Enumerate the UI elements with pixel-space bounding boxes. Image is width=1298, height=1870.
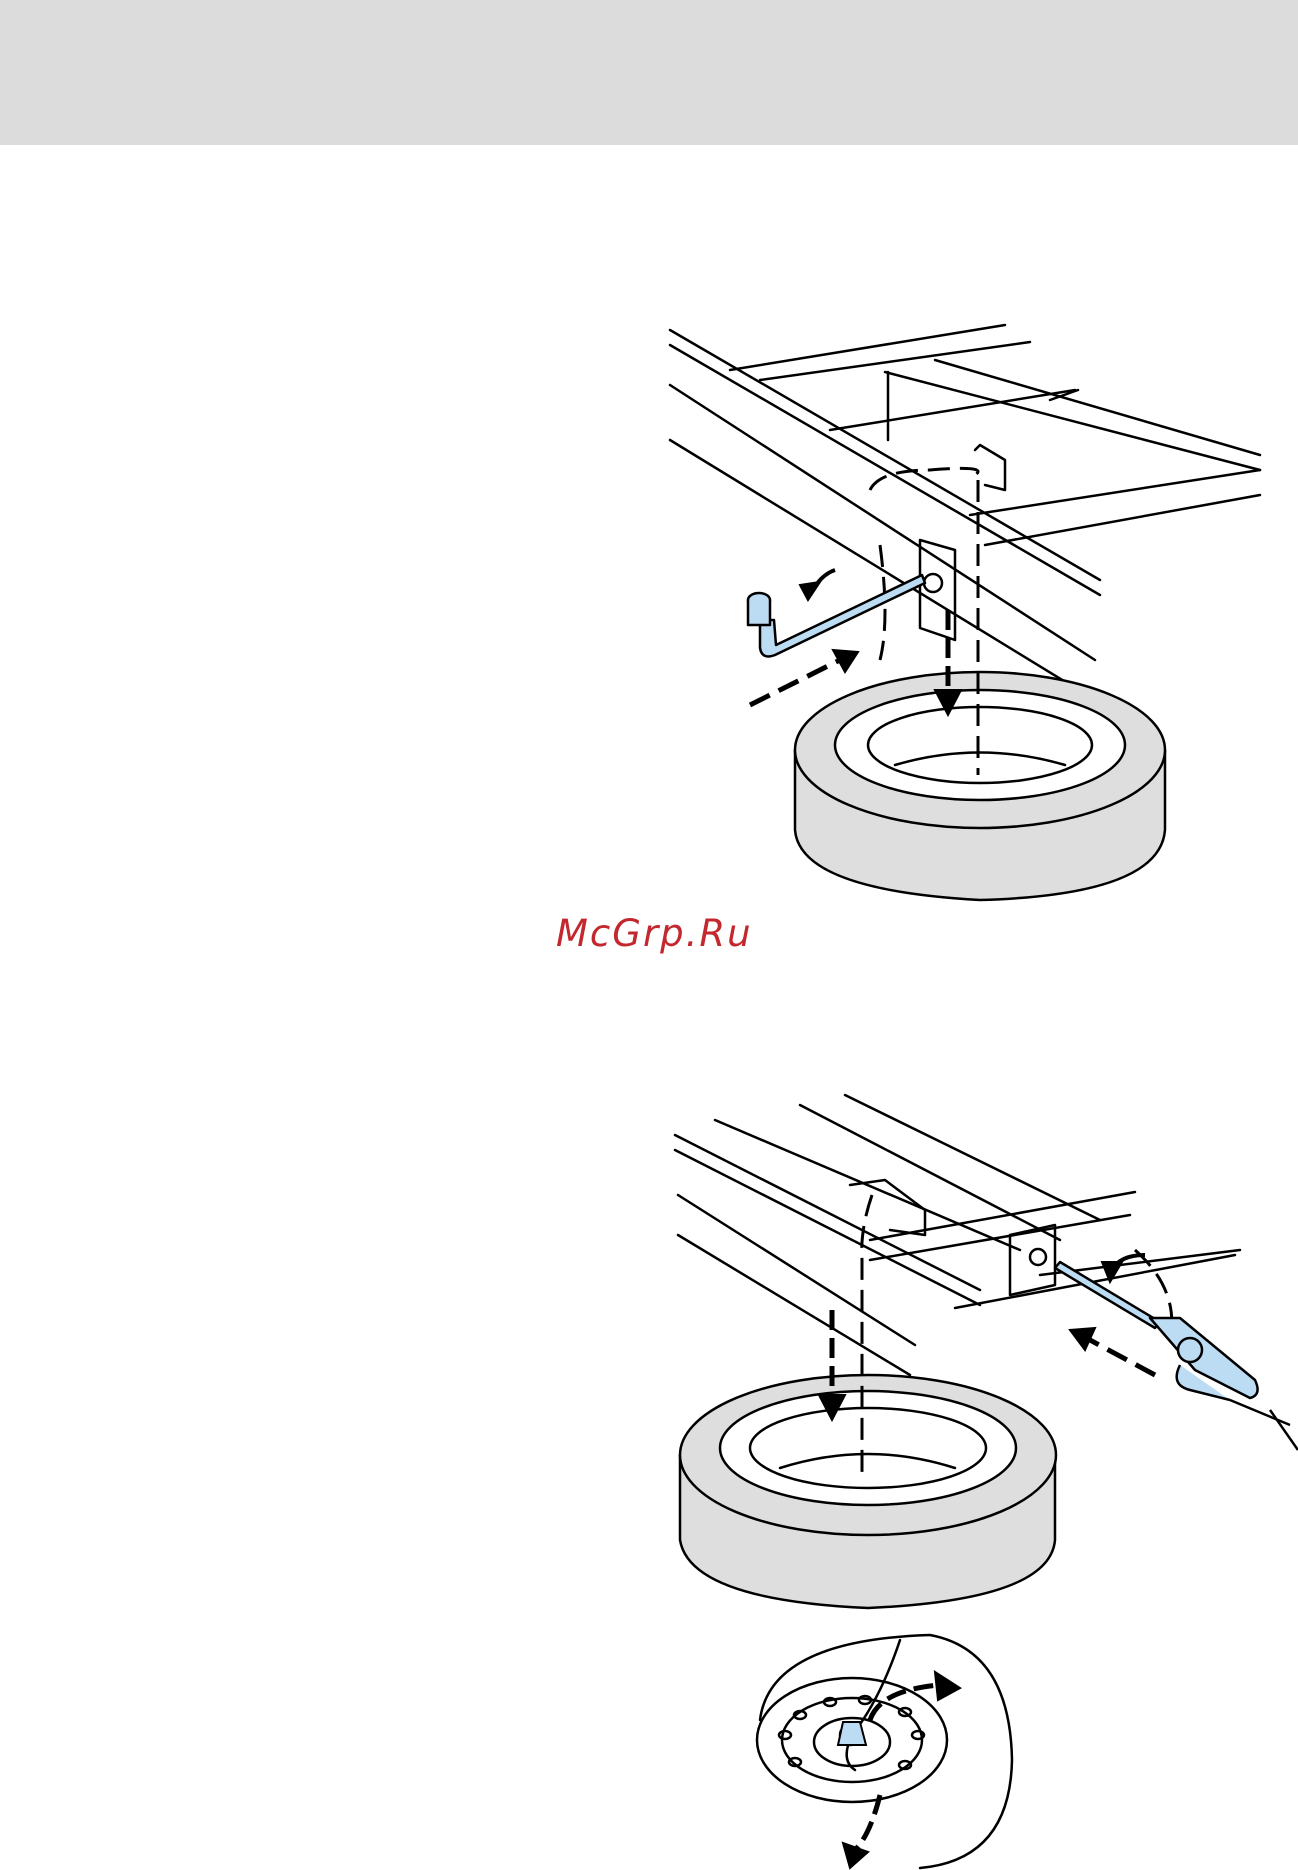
frame-rail (670, 345, 1100, 595)
jack-handle (760, 575, 925, 656)
insert-arrow (1090, 1340, 1155, 1375)
tire-rim (868, 707, 1092, 783)
frame-rail (678, 1195, 915, 1345)
spare-tire-raising-illustration (660, 1085, 1298, 1870)
crossmember (730, 325, 1005, 370)
frame-rail (670, 385, 1095, 660)
watermark: McGrp.Ru (556, 912, 753, 955)
winch-hole (924, 574, 942, 592)
tire-rim (750, 1408, 986, 1488)
spare-tire-lowering-illustration (660, 315, 1280, 915)
hook-plate (850, 1180, 925, 1235)
header-band (0, 0, 1298, 145)
winch-hole (1030, 1249, 1046, 1265)
hub-retainer (838, 1722, 866, 1745)
crossmember (870, 1215, 1130, 1260)
wheel-rotate-arrow (855, 1795, 880, 1850)
frame-rail (678, 1235, 910, 1375)
frame-rail (670, 330, 1100, 580)
insert-arrow (750, 660, 840, 705)
